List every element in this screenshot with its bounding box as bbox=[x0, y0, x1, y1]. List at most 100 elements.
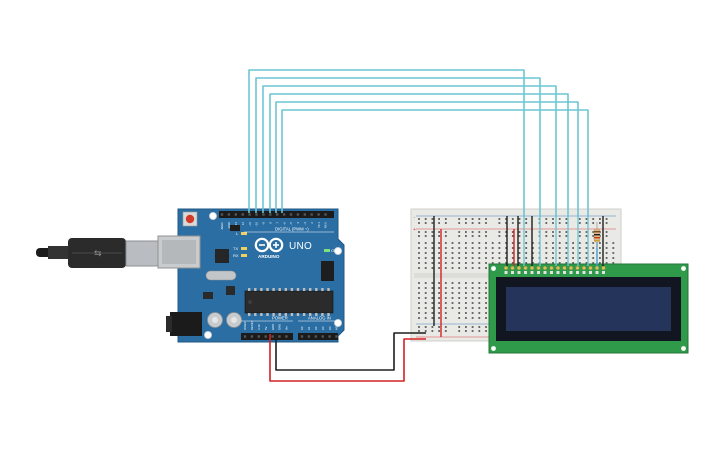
breadboard-hole[interactable] bbox=[485, 222, 487, 224]
breadboard-hole[interactable] bbox=[451, 267, 454, 269]
breadboard-hole[interactable] bbox=[532, 257, 534, 259]
breadboard-hole[interactable] bbox=[585, 242, 588, 244]
digital-pin-hole[interactable] bbox=[220, 213, 224, 216]
breadboard-hole[interactable] bbox=[498, 262, 501, 264]
breadboard-hole[interactable] bbox=[444, 317, 447, 319]
breadboard-hole[interactable] bbox=[552, 242, 554, 244]
breadboard-hole[interactable] bbox=[465, 312, 467, 314]
breadboard-hole[interactable] bbox=[545, 231, 548, 233]
breadboard-hole[interactable] bbox=[552, 235, 554, 237]
breadboard-hole[interactable] bbox=[525, 252, 528, 254]
breadboard-hole[interactable] bbox=[438, 218, 440, 220]
breadboard-hole[interactable] bbox=[505, 218, 507, 220]
digital-pin-hole[interactable] bbox=[255, 213, 258, 216]
breadboard-hole[interactable] bbox=[451, 302, 454, 304]
breadboard-hole[interactable] bbox=[545, 218, 548, 220]
breadboard-hole[interactable] bbox=[431, 292, 434, 294]
breadboard-hole[interactable] bbox=[458, 287, 461, 289]
breadboard-hole[interactable] bbox=[418, 326, 420, 328]
breadboard-hole[interactable] bbox=[465, 235, 467, 237]
breadboard-hole[interactable] bbox=[444, 326, 447, 328]
breadboard-hole[interactable] bbox=[431, 282, 434, 284]
breadboard-hole[interactable] bbox=[485, 282, 487, 284]
breadboard-hole[interactable] bbox=[451, 307, 454, 309]
breadboard-hole[interactable] bbox=[592, 222, 595, 224]
breadboard-hole[interactable] bbox=[491, 262, 494, 264]
breadboard-hole[interactable] bbox=[424, 242, 427, 244]
lcd-pin[interactable] bbox=[504, 266, 509, 271]
breadboard-hole[interactable] bbox=[511, 252, 514, 254]
breadboard-hole[interactable] bbox=[558, 235, 561, 237]
breadboard-hole[interactable] bbox=[438, 326, 440, 328]
breadboard-hole[interactable] bbox=[444, 257, 447, 259]
breadboard-hole[interactable] bbox=[438, 222, 440, 224]
breadboard-hole[interactable] bbox=[485, 287, 487, 289]
breadboard-hole[interactable] bbox=[585, 257, 588, 259]
breadboard-hole[interactable] bbox=[518, 252, 521, 254]
lcd-pin[interactable] bbox=[588, 266, 593, 271]
breadboard-hole[interactable] bbox=[458, 242, 461, 244]
breadboard-hole[interactable] bbox=[592, 218, 595, 220]
lcd-pin[interactable] bbox=[530, 266, 535, 271]
breadboard-hole[interactable] bbox=[451, 297, 454, 299]
breadboard-hole[interactable] bbox=[458, 326, 461, 328]
breadboard-hole[interactable] bbox=[518, 222, 521, 224]
breadboard-hole[interactable] bbox=[418, 222, 420, 224]
breadboard-hole[interactable] bbox=[485, 297, 487, 299]
breadboard-hole[interactable] bbox=[612, 247, 615, 249]
breadboard-hole[interactable] bbox=[431, 267, 434, 269]
breadboard-hole[interactable] bbox=[424, 307, 427, 309]
breadboard-hole[interactable] bbox=[418, 287, 420, 289]
breadboard-hole[interactable] bbox=[451, 257, 454, 259]
breadboard-hole[interactable] bbox=[612, 242, 615, 244]
analog-pin-hole[interactable] bbox=[335, 335, 338, 338]
breadboard-hole[interactable] bbox=[444, 222, 447, 224]
breadboard-hole[interactable] bbox=[565, 247, 568, 249]
breadboard-hole[interactable] bbox=[599, 242, 601, 244]
lcd-pin[interactable] bbox=[601, 266, 606, 271]
breadboard-hole[interactable] bbox=[592, 262, 595, 264]
breadboard-hole[interactable] bbox=[498, 231, 501, 233]
breadboard-hole[interactable] bbox=[471, 231, 474, 233]
breadboard-hole[interactable] bbox=[491, 242, 494, 244]
breadboard-hole[interactable] bbox=[451, 292, 454, 294]
breadboard-hole[interactable] bbox=[431, 312, 434, 314]
breadboard-hole[interactable] bbox=[424, 235, 427, 237]
breadboard-hole[interactable] bbox=[424, 247, 427, 249]
breadboard-hole[interactable] bbox=[565, 218, 568, 220]
breadboard-hole[interactable] bbox=[431, 235, 434, 237]
breadboard-hole[interactable] bbox=[444, 302, 447, 304]
breadboard-hole[interactable] bbox=[478, 330, 481, 332]
breadboard-hole[interactable] bbox=[605, 218, 608, 220]
breadboard-hole[interactable] bbox=[471, 292, 474, 294]
breadboard-hole[interactable] bbox=[478, 282, 481, 284]
breadboard-hole[interactable] bbox=[498, 235, 501, 237]
wire-enable[interactable] bbox=[255, 77, 541, 217]
breadboard-hole[interactable] bbox=[505, 222, 507, 224]
breadboard-hole[interactable] bbox=[431, 242, 434, 244]
breadboard-hole[interactable] bbox=[478, 287, 481, 289]
breadboard-hole[interactable] bbox=[431, 218, 434, 220]
breadboard-hole[interactable] bbox=[424, 312, 427, 314]
breadboard-hole[interactable] bbox=[605, 247, 608, 249]
breadboard-hole[interactable] bbox=[418, 235, 420, 237]
breadboard-hole[interactable] bbox=[599, 222, 601, 224]
breadboard-hole[interactable] bbox=[444, 235, 447, 237]
breadboard-hole[interactable] bbox=[465, 222, 467, 224]
digital-pin-hole[interactable] bbox=[234, 213, 237, 216]
wire-rs[interactable] bbox=[248, 69, 525, 217]
breadboard-hole[interactable] bbox=[605, 257, 608, 259]
digital-pin-hole[interactable] bbox=[317, 213, 320, 216]
breadboard-hole[interactable] bbox=[424, 292, 427, 294]
digital-pin-hole[interactable] bbox=[303, 213, 306, 216]
breadboard-hole[interactable] bbox=[431, 252, 434, 254]
lcd-pin[interactable] bbox=[536, 266, 541, 271]
breadboard-hole[interactable] bbox=[471, 312, 474, 314]
breadboard-hole[interactable] bbox=[444, 292, 447, 294]
breadboard-hole[interactable] bbox=[458, 317, 461, 319]
breadboard-hole[interactable] bbox=[458, 222, 461, 224]
breadboard-hole[interactable] bbox=[451, 247, 454, 249]
breadboard-hole[interactable] bbox=[478, 297, 481, 299]
breadboard-hole[interactable] bbox=[605, 222, 608, 224]
breadboard-hole[interactable] bbox=[471, 307, 474, 309]
